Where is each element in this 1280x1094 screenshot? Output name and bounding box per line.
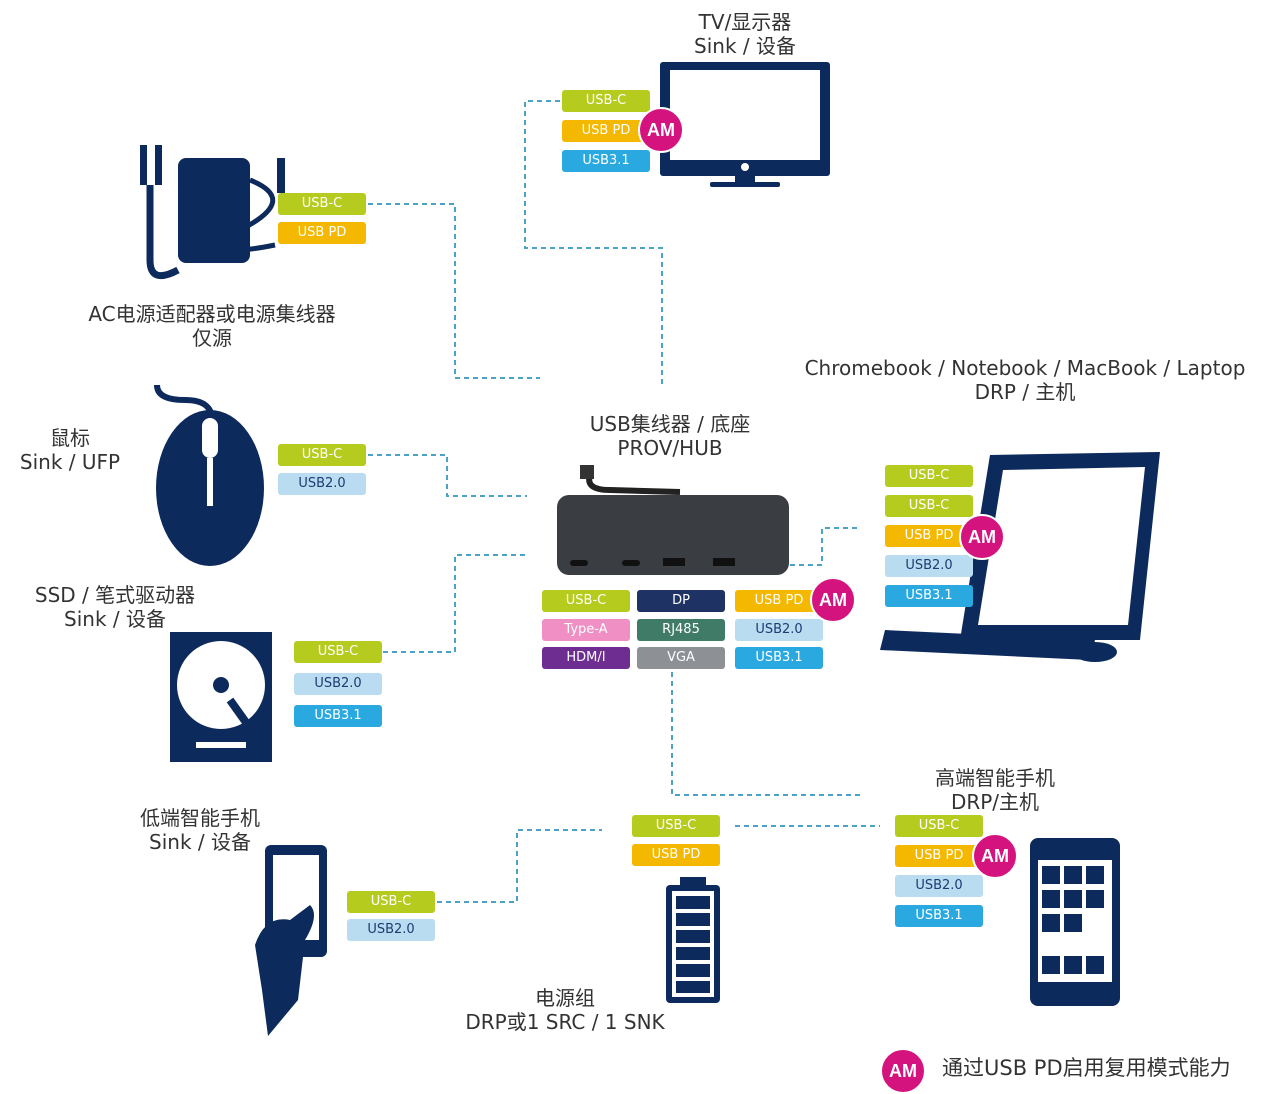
phone-in-hand-icon (255, 845, 327, 1036)
tag-usb20: USB2.0 (278, 473, 366, 495)
am-badge: AM (810, 577, 856, 623)
tag-dp: DP (637, 590, 725, 612)
ac-label: AC电源适配器或电源集线器仅源 (62, 302, 362, 350)
tag-usb-c: USB-C (294, 641, 382, 663)
power-adapter-icon (140, 145, 285, 280)
tag-usb-c: USB-C (885, 495, 973, 517)
tag-usb20: USB2.0 (735, 619, 823, 641)
tag-usb-pd: USB PD (562, 120, 650, 142)
legend-am-badge: AM (880, 1048, 926, 1094)
line-hub-down (671, 672, 860, 796)
legend-text: 通过USB PD启用复用模式能力 (942, 1056, 1231, 1080)
tag-rj485: RJ485 (637, 619, 725, 641)
line-laptop-hub (790, 527, 857, 566)
highphone-title: 高端智能手机 (935, 766, 1055, 790)
battery-icon (666, 877, 720, 1003)
tag-usb-c: USB-C (542, 590, 630, 612)
tag-usb31: USB3.1 (562, 150, 650, 172)
tag-usb-pd: USB PD (632, 844, 720, 866)
hub-role: PROV/HUB (617, 436, 723, 460)
tag-vga: VGA (637, 647, 725, 669)
hub-title: USB集线器 / 底座 (589, 412, 751, 436)
tv-icon (660, 62, 830, 187)
tag-usb-c: USB-C (278, 193, 366, 215)
tag-usb-c: USB-C (632, 815, 720, 837)
lowphone-title: 低端智能手机 (140, 806, 260, 830)
lowphone-role: Sink / 设备 (149, 830, 251, 854)
tag-usb31: USB3.1 (885, 585, 973, 607)
tag-usb-c: USB-C (562, 90, 650, 112)
powerbank-role: DRP或1 SRC / 1 SNK (465, 1010, 665, 1034)
tag-usb-c: USB-C (895, 815, 983, 837)
line-mouse-hub (368, 454, 527, 497)
tag-usb-c: USB-C (347, 891, 435, 913)
tag-usb31: USB3.1 (735, 647, 823, 669)
tag-usb-c: USB-C (278, 444, 366, 466)
tv-role: Sink / 设备 (694, 34, 796, 58)
ssd-title: SSD / 笔式驱动器 (34, 583, 196, 607)
am-badge: AM (972, 833, 1018, 879)
tag-usb31: USB3.1 (294, 705, 382, 727)
laptop-role: DRP / 主机 (974, 380, 1076, 404)
line-ac-hub (368, 203, 540, 379)
tv-title: TV/显示器 (698, 10, 792, 34)
usb-hub-icon (557, 465, 789, 575)
tag-usb31: USB3.1 (895, 905, 983, 927)
line-lowphone-power (437, 829, 602, 903)
tag-usb-pd: USB PD (278, 222, 366, 244)
tag-usb20: USB2.0 (294, 673, 382, 695)
ac-title: AC电源适配器或电源集线器 (88, 302, 336, 326)
tag-usb20: USB2.0 (895, 875, 983, 897)
mouse-role: Sink / UFP (19, 450, 121, 474)
tag-usb20: USB2.0 (347, 919, 435, 941)
tag-usb-pd: USB PD (895, 845, 983, 867)
tag-hdmi: HDM/I (542, 647, 630, 669)
laptop-icon (880, 452, 1160, 662)
tag-usb-pd: USB PD (735, 590, 823, 612)
powerbank-title: 电源组 (535, 986, 595, 1010)
laptop-label: Chromebook / Notebook / MacBook / Laptop… (780, 356, 1270, 404)
ssd-role: Sink / 设备 (64, 607, 166, 631)
line-tv-hub (524, 100, 663, 385)
laptop-title: Chromebook / Notebook / MacBook / Laptop (804, 356, 1246, 380)
tag-usb20: USB2.0 (885, 555, 973, 577)
tag-type-a: Type-A (542, 619, 630, 641)
mouse-icon (154, 384, 264, 566)
ac-role: 仅源 (192, 326, 232, 350)
hard-drive-icon (170, 632, 272, 762)
mouse-title: 鼠标 (50, 426, 90, 450)
smartphone-icon (1030, 838, 1120, 1006)
tag-usb-pd: USB PD (885, 525, 973, 547)
am-badge: AM (638, 107, 684, 153)
highphone-role: DRP/主机 (950, 790, 1040, 814)
tag-usb-c: USB-C (885, 465, 973, 487)
am-badge: AM (959, 514, 1005, 560)
line-ssd-hub (383, 554, 527, 653)
